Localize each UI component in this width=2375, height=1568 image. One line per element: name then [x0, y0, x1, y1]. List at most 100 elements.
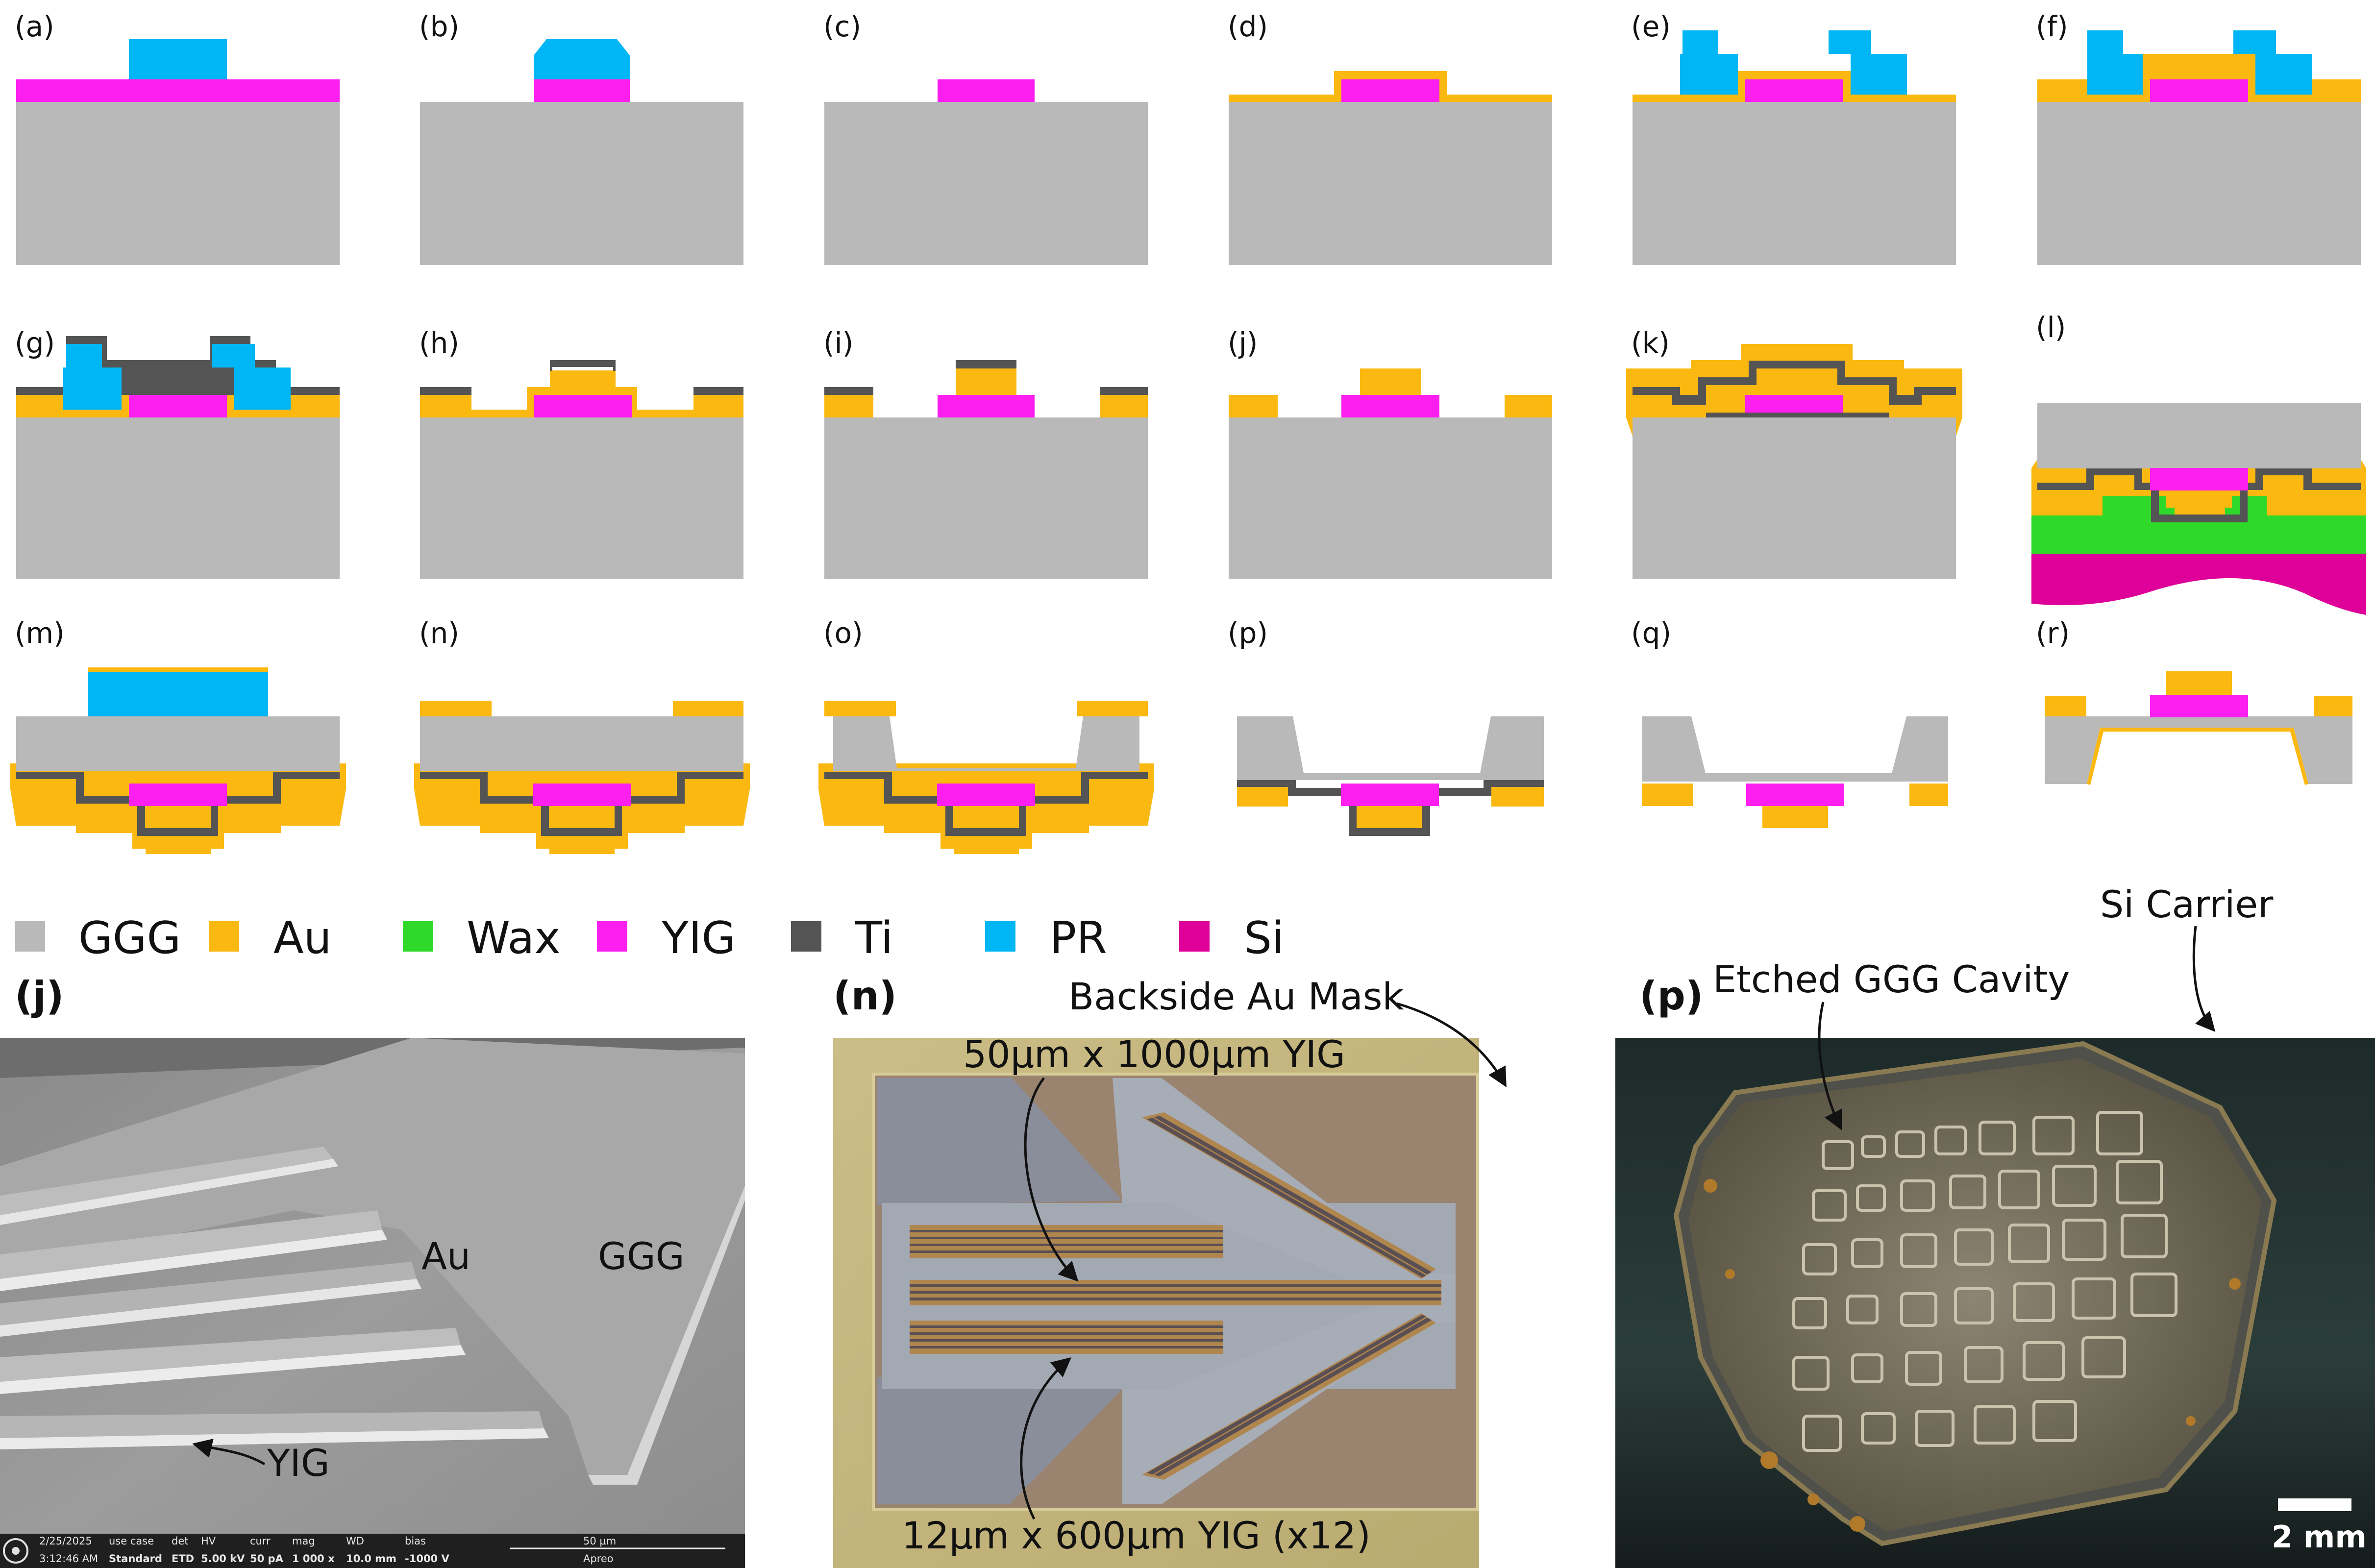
- au-right: [1491, 787, 1544, 807]
- yig-mesa: [1341, 784, 1439, 806]
- arrow-si-carrier: [2192, 926, 2216, 1032]
- optical-panel: (n): [833, 973, 1507, 1568]
- panel-d: (d): [1228, 10, 1552, 265]
- sem-info-curr: 50 pA: [250, 1553, 284, 1565]
- yig-mesa: [2150, 695, 2248, 717]
- au-top: [956, 368, 1016, 395]
- photo-scale-bar: [2278, 1498, 2351, 1511]
- yig-mesa: [1341, 79, 1439, 102]
- panel-label-r: (r): [2036, 616, 2070, 650]
- si-carrier: [2031, 554, 2366, 615]
- au-top: [2166, 671, 2232, 695]
- ti-top-lip-l: [550, 360, 552, 371]
- ggg-thinned: [420, 716, 743, 771]
- ti-left: [420, 387, 471, 395]
- au-right: [1505, 395, 1552, 417]
- sem-logo-dot: [12, 1547, 20, 1555]
- sem-label-au: Au: [421, 1234, 470, 1278]
- ti-layer: [1237, 780, 1544, 836]
- ggg-thinned: [16, 716, 340, 771]
- yig-stripes-short-bottom: [910, 1321, 1223, 1354]
- panel-label-e: (e): [1631, 10, 1671, 43]
- ggg-substrate: [420, 417, 743, 579]
- sem-logo-icon: [3, 1538, 28, 1564]
- annot-etched-ggg-cavity: Etched GGG Cavity: [1713, 957, 2070, 1001]
- legend-label-pr: PR: [1050, 912, 1107, 964]
- ti-top: [550, 360, 616, 367]
- sem-info-bar: [0, 1534, 745, 1568]
- au-right: [1909, 784, 1948, 806]
- ti-encapsulation: [16, 772, 340, 836]
- yig-stripes-diagonal-bottom: [1142, 1313, 1436, 1480]
- ti-left: [824, 387, 873, 395]
- sem-info-hv: 5.00 kV: [201, 1553, 245, 1565]
- legend: GGG Au Wax YIG Ti PR Si: [15, 912, 1284, 964]
- legend-swatch-au: [209, 921, 239, 952]
- sem-info-scale: 50 µm: [583, 1535, 616, 1547]
- yig-mesa: [938, 79, 1035, 102]
- au-mask-left: [824, 701, 896, 716]
- ggg-substrate: [16, 417, 340, 579]
- ggg-substrate: [824, 102, 1148, 265]
- au-under-yig: [953, 806, 1019, 828]
- ggg-etched: [2045, 716, 2352, 784]
- yig-stripes-diagonal-top: [1142, 1112, 1436, 1279]
- yig-mesa: [938, 395, 1035, 417]
- sem-info-bias-h: bias: [405, 1535, 426, 1547]
- au-under-yig: [1762, 806, 1828, 828]
- panel-l: (l): [2031, 311, 2366, 615]
- sem-panel: (j) Au GGG YIG 2/25/2025 use case de: [0, 973, 745, 1568]
- ggg-substrate: [824, 417, 1148, 579]
- yig-mesa: [534, 395, 632, 417]
- sem-info-curr-h: curr: [250, 1535, 271, 1547]
- au-top: [1764, 376, 1830, 396]
- etched-cavity-array: [1792, 1111, 2177, 1452]
- sem-info-wd-h: WD: [346, 1535, 364, 1547]
- yig-mesa: [1746, 784, 1844, 806]
- legend-swatch-ggg: [15, 921, 45, 952]
- sem-au-pad: [0, 1038, 745, 1475]
- sem-info-wd: 10.0 mm: [346, 1553, 396, 1565]
- au-under-yig: [2166, 490, 2232, 508]
- sem-transmission-lines: [0, 1147, 549, 1449]
- photoresist-right: [212, 344, 291, 410]
- cpw-left-triangle-top: [877, 1078, 1122, 1205]
- au-center: [471, 370, 693, 417]
- arrow-short-yig: [1020, 1357, 1072, 1520]
- au-backside: [2087, 728, 2308, 785]
- panel-label-n: (n): [419, 616, 459, 650]
- au-left: [824, 395, 873, 417]
- photoresist-right: [2233, 30, 2312, 95]
- panel-label-d: (d): [1228, 10, 1268, 43]
- ggg-etched: [833, 716, 1139, 771]
- cpw-left-triangle-bottom: [877, 1377, 1122, 1504]
- panel-i: (i): [823, 326, 1148, 579]
- panel-e: (e): [1631, 10, 1956, 265]
- ggg-etched: [1642, 716, 1948, 782]
- arrow-backside-au-mask: [1396, 1002, 1507, 1087]
- photoresist-left: [2087, 30, 2143, 95]
- panel-label-g: (g): [15, 326, 55, 360]
- annot-short-yig: 12µm x 600µm YIG (x12): [902, 1514, 1371, 1557]
- yig-mesa: [1745, 79, 1843, 102]
- au-right: [2314, 696, 2352, 716]
- au-layer: [420, 395, 743, 417]
- photoresist-reflowed: [534, 39, 630, 79]
- ti-encapsulation: [824, 772, 1148, 836]
- ggg-substrate: [2037, 403, 2361, 466]
- sem-info-bias: -1000 V: [405, 1553, 449, 1565]
- legend-swatch-pr: [985, 921, 1015, 952]
- au-mask-right: [1077, 701, 1148, 716]
- photoresist-right: [1829, 30, 1907, 95]
- panel-label-k: (k): [1631, 326, 1670, 360]
- panel-c: (c): [823, 10, 1148, 265]
- yig-mesa: [1341, 395, 1439, 417]
- sem-label-yig: YIG: [267, 1441, 330, 1485]
- sem-info-date: 2/25/2025: [39, 1535, 92, 1547]
- au-left: [2045, 696, 2086, 716]
- yig-stripes-long: [910, 1280, 1441, 1305]
- ggg-bridge: [1706, 413, 1889, 417]
- au-under-yig: [549, 806, 615, 828]
- au-left: [1229, 395, 1278, 417]
